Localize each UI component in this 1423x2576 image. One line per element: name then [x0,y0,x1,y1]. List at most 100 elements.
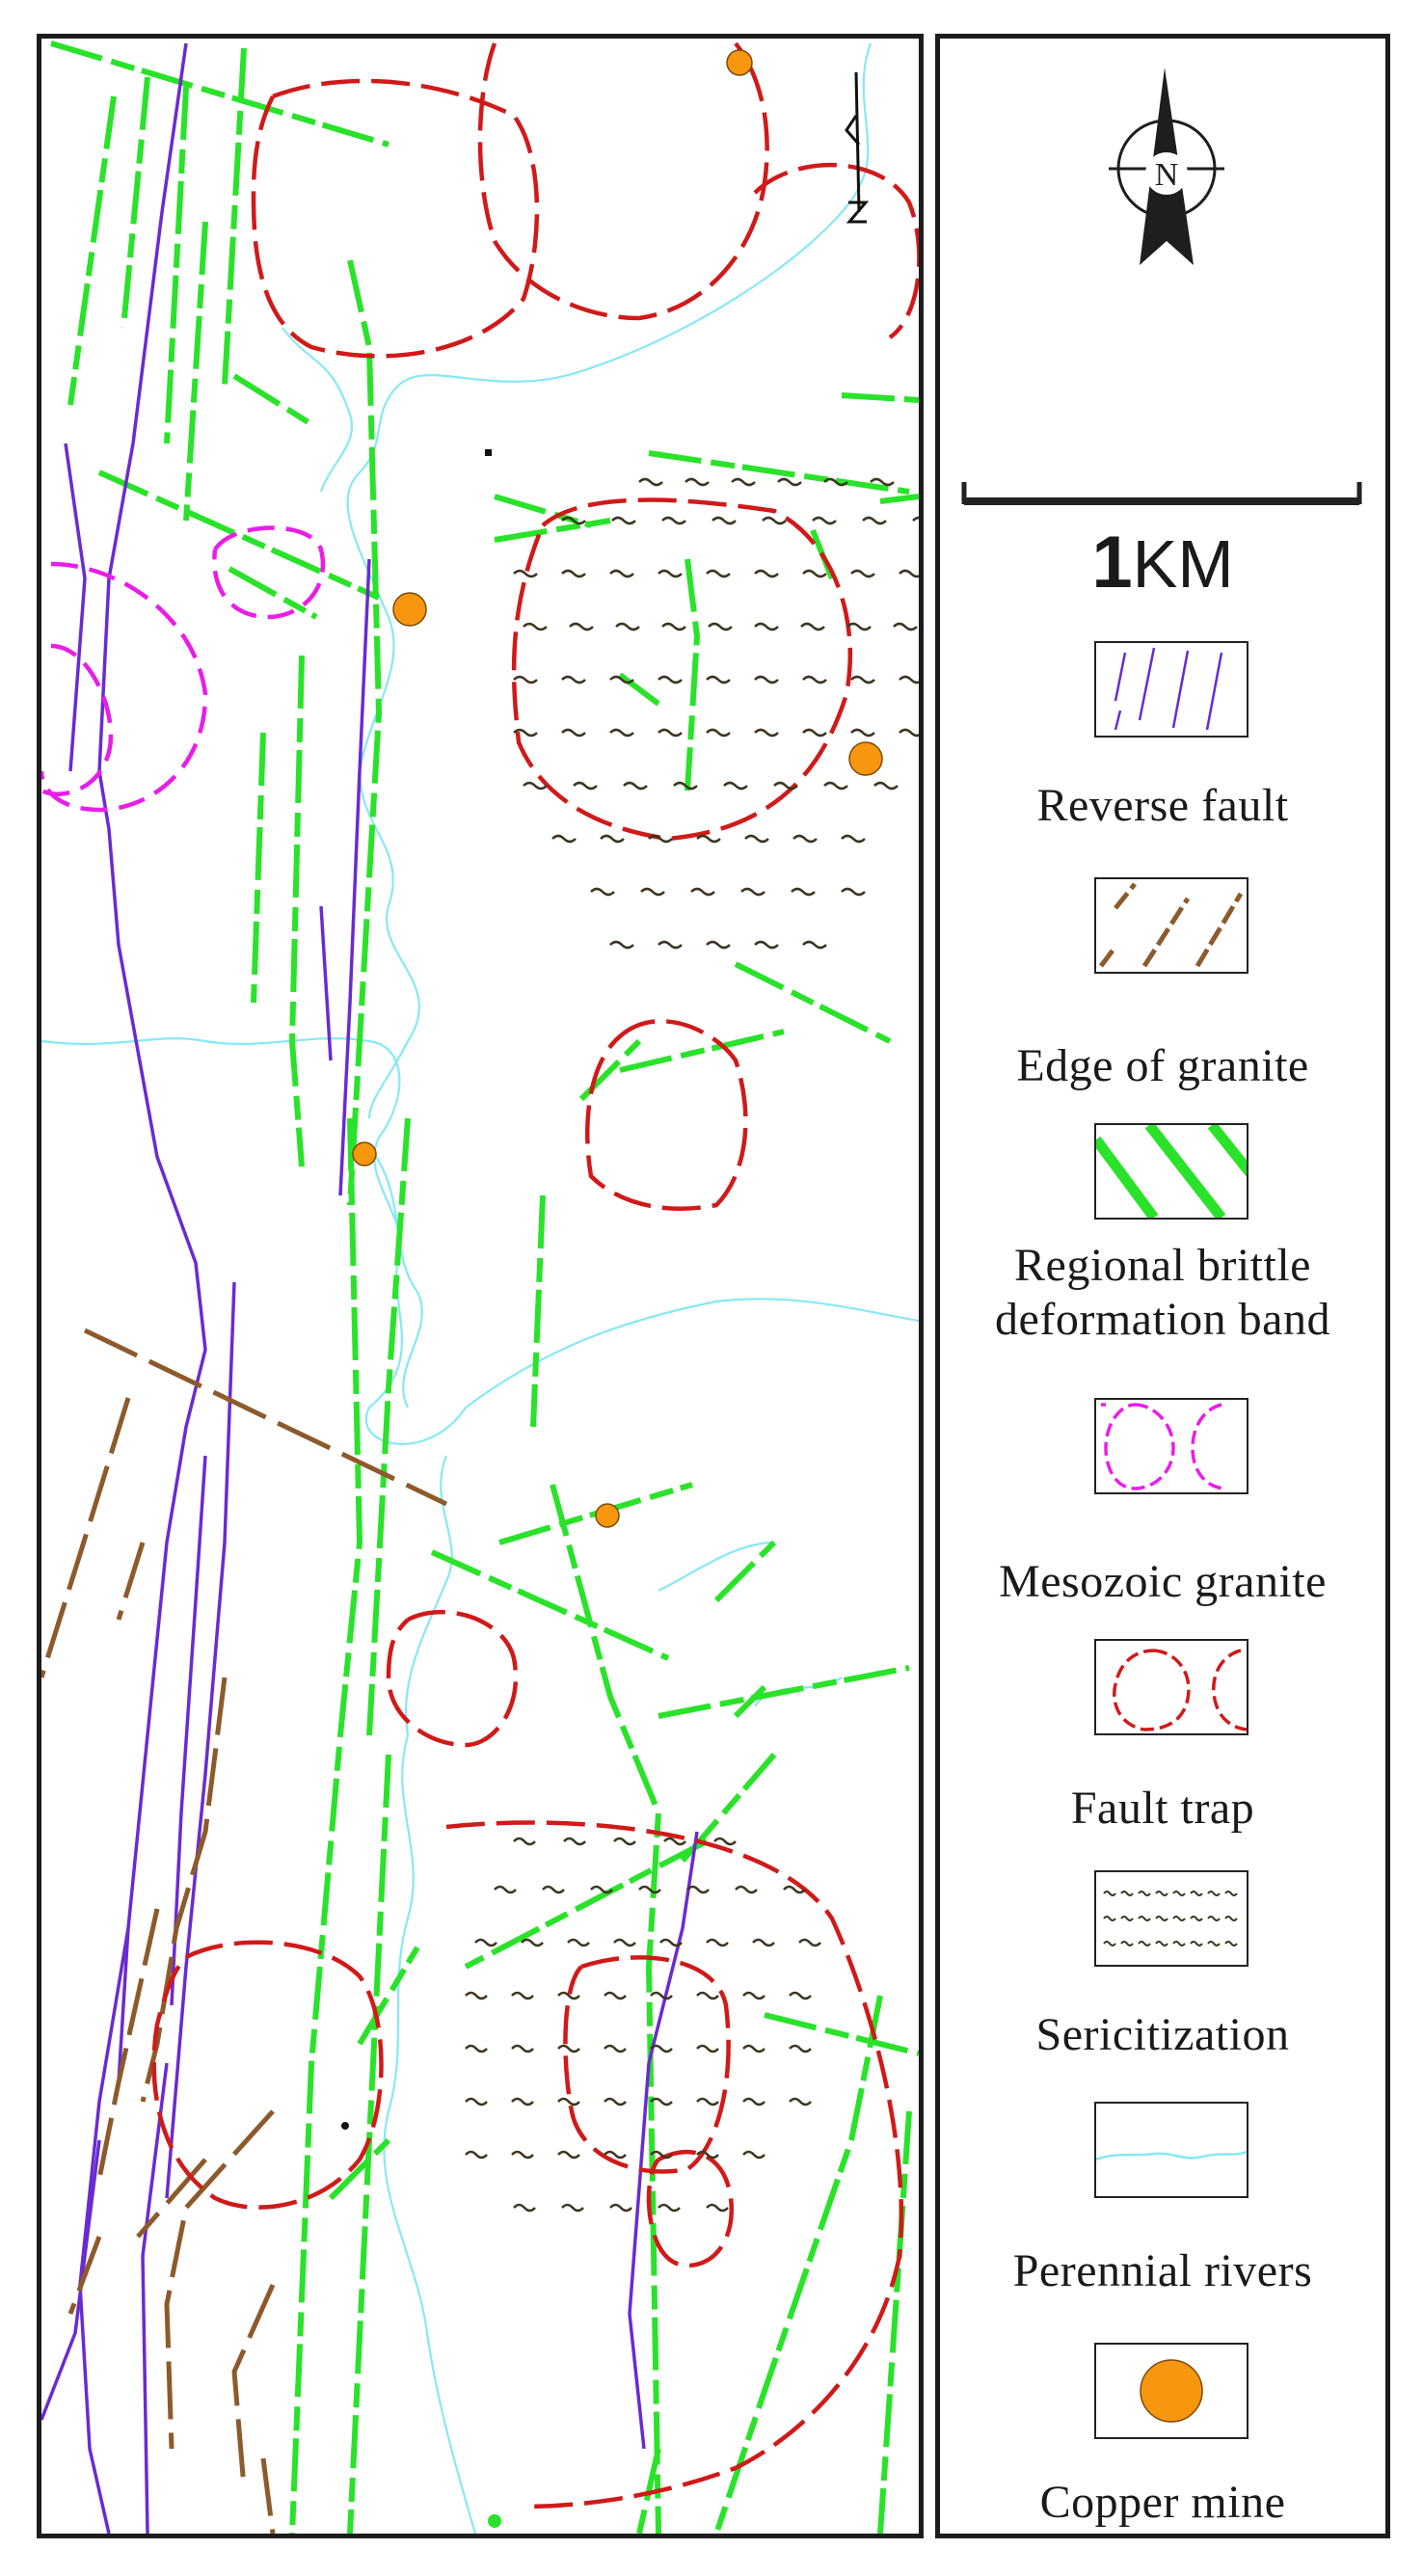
sericitization-mark [557,2044,580,2053]
granite-icon [1094,1398,1248,1494]
sericitization-mark [742,2097,765,2106]
sericitization-mark [650,2044,673,2053]
scale-digit: 1 [1091,522,1133,604]
sericitization-mark [798,1938,821,1947]
river-icon [1094,2102,1248,2198]
sericitization-mark [474,1938,497,1947]
legend-label-perennial-rivers: Perennial rivers [1012,2245,1313,2296]
sericitization-mark [899,675,919,684]
sericitization-mark [650,1991,673,2000]
river-line [383,1734,477,2534]
sericitization-mark [791,887,816,897]
sericitization-mark [789,1991,812,2000]
sericitization-mark [658,2203,681,2213]
sericitization-mark [1207,1941,1221,1946]
sericitization-mark [640,887,665,897]
copper-mine [352,1141,377,1167]
point-marker [341,2122,349,2130]
sericitization-mark [696,2150,719,2160]
sericitization-mark [1120,1916,1134,1921]
sericitization-mark [873,781,899,791]
sericitization-mark [712,516,737,525]
sericitization-mark [696,834,721,844]
sericitization-mark [1207,1891,1221,1896]
sericitization-mark [850,675,875,684]
granite-edges [41,1328,448,2534]
sericitization-mark [1224,1916,1238,1921]
river-line [282,327,353,493]
sericitization-mark [706,569,731,578]
sericitization-mark [604,2044,627,2053]
sericitization-mark [1138,1941,1151,1946]
sericitization-mark [1138,1891,1151,1896]
sericitization-mark [658,728,683,738]
sericitization-mark [777,477,802,487]
sericitization-mark [740,887,765,897]
sericitization-mark [802,675,827,684]
sericitization-mark [812,516,837,525]
sericitization-mark [789,2097,812,2106]
copper-mine [392,592,427,627]
sericitization-mark [604,1991,627,2000]
sericitization-mark [685,477,710,487]
sericitization-mark [590,1885,613,1894]
sericitization-mark [613,1938,636,1947]
sericitization-icon [1094,1870,1248,1967]
sericitization-mark [893,622,918,631]
sericitization-mark [846,622,872,631]
sericitization-mark [696,2097,719,2106]
sericitization-zones [465,477,919,2213]
sericitization-mark [708,622,733,631]
sericitization-mark [650,2150,673,2160]
sericitization-mark [706,2203,729,2213]
sericitization-mark [648,834,673,844]
river-line [658,1541,775,1592]
sericitization-mark [465,2097,488,2106]
sericitization-mark [850,569,875,578]
sericitization-mark [521,1938,544,1947]
sericitization-mark [638,1885,661,1894]
sericitization-mark [561,516,586,525]
sericitization-mark [513,675,538,684]
sericitization-mark [1155,1891,1168,1896]
sericitization-mark [569,622,594,631]
sericitization-mark [735,1885,758,1894]
sericitization-mark [706,1938,729,1947]
sericitization-mark [465,2044,488,2053]
sericitization-mark [659,1938,683,1947]
legend-label-sericitization: Sericitization [1035,2009,1290,2060]
sericitization-mark [841,887,866,897]
sericitization-mark [661,516,686,525]
sericitization-mark [1120,1891,1134,1896]
sericitization-mark [609,728,634,738]
sericitization-mark [1172,1941,1186,1946]
legend-label-deformation-band-text: Regional brittle deformation band [995,1240,1330,1345]
sericitization-mark [802,569,827,578]
sericitization-mark [773,781,798,791]
sericitization-mark [609,940,634,950]
sericitization-mark [663,1837,686,1846]
deformation-band-icon [1094,1123,1248,1220]
sericitization-mark [1120,1941,1134,1946]
north-arrow-icon: N [1109,67,1224,265]
sericitization-mark [1190,1916,1203,1921]
sericitization-mark [1190,1891,1203,1896]
map-north-arrow-icon [845,71,870,224]
sericitization-mark [513,728,538,738]
sericitization-mark [561,675,586,684]
sericitization-mark [723,781,748,791]
sericitization-mark [1103,1916,1116,1921]
point-marker [488,2514,501,2528]
sericitization-mark [511,2150,534,2160]
sericitization-mark [823,781,848,791]
deformation-bands [50,40,919,2534]
sericitization-mark [567,1938,590,1947]
sericitization-mark [638,477,663,487]
reverse-faults [41,42,699,2534]
sericitization-mark [1155,1941,1168,1946]
copper-mine [726,49,753,76]
sericitization-mark [1103,1891,1116,1896]
fault-traps [151,41,919,2509]
sericitization-mark [511,1991,534,2000]
sericitization-mark [561,2203,584,2213]
